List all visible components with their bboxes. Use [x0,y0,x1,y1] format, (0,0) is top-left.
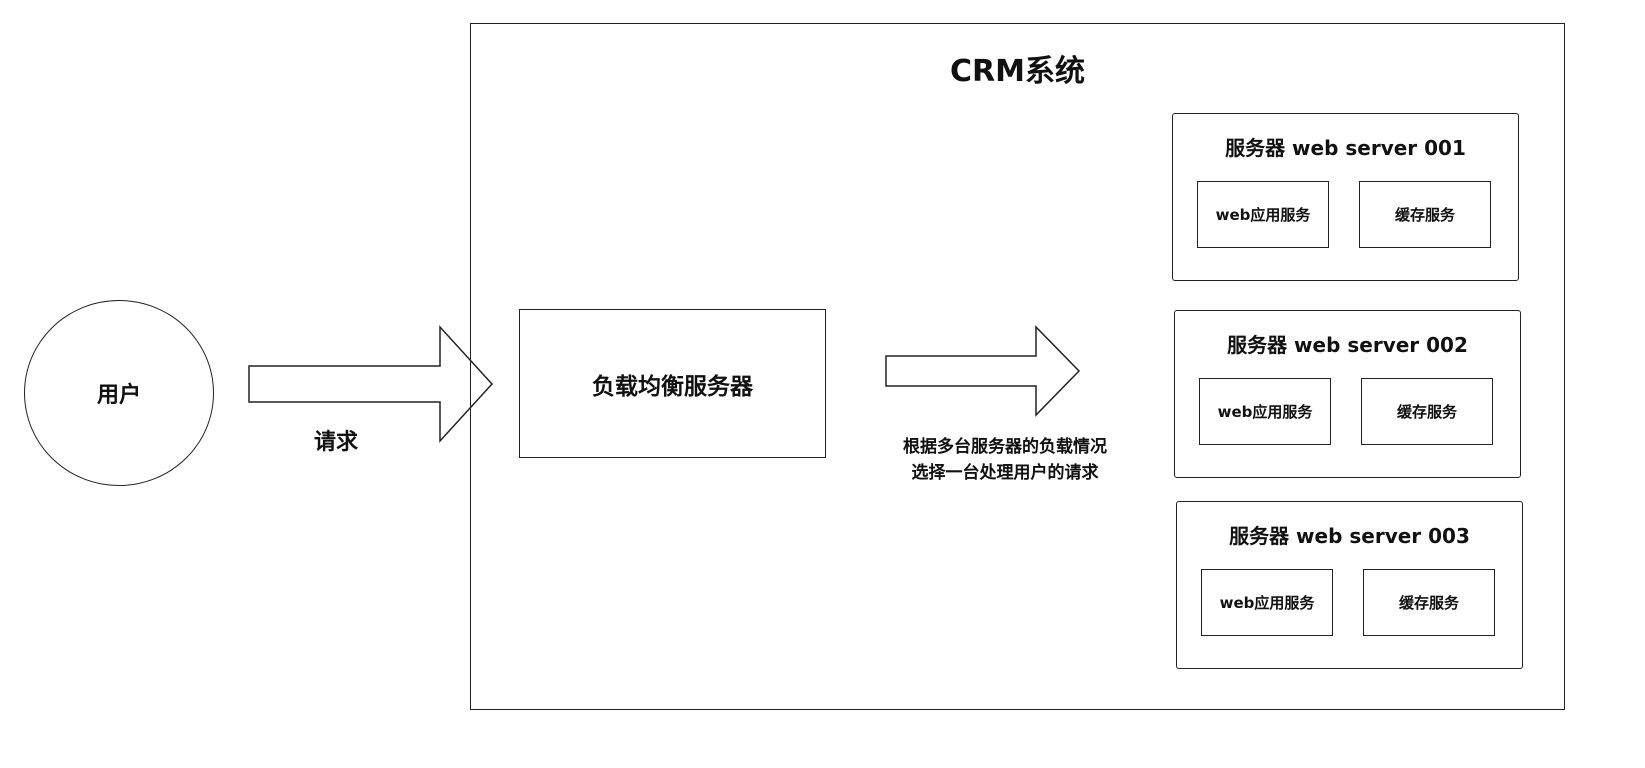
server-node-003: 服务器 web server 003 web应用服务 缓存服务 [1176,501,1523,669]
service-label: 缓存服务 [1398,594,1459,612]
dispatch-arrow [885,325,1081,417]
server-title: 服务器 web server 003 [1229,524,1470,548]
web-app-service-box: web应用服务 [1199,378,1331,445]
crm-title: CRM系统 [950,54,1085,89]
cache-service-box: 缓存服务 [1363,569,1495,636]
service-label: web应用服务 [1219,594,1315,612]
web-app-service-box: web应用服务 [1201,569,1333,636]
balance-description: 根据多台服务器的负载情况 选择一台处理用户的请求 [855,434,1155,486]
server-title: 服务器 web server 001 [1225,136,1466,160]
service-label: 缓存服务 [1396,403,1457,421]
cache-service-box: 缓存服务 [1359,181,1491,248]
server-title: 服务器 web server 002 [1227,333,1468,357]
crm-system-container [470,23,1565,710]
cache-service-box: 缓存服务 [1361,378,1493,445]
balance-description-line2: 选择一台处理用户的请求 [911,463,1099,483]
web-app-service-box: web应用服务 [1197,181,1329,248]
service-label: web应用服务 [1215,206,1311,224]
service-label: 缓存服务 [1394,206,1455,224]
service-label: web应用服务 [1217,403,1313,421]
load-balancer-label: 负载均衡服务器 [592,373,753,400]
user-label: 用户 [96,383,141,408]
server-node-001: 服务器 web server 001 web应用服务 缓存服务 [1172,113,1519,281]
load-balancer-node: 负载均衡服务器 [519,309,826,458]
request-label: 请求 [314,430,359,455]
user-node: 用户 [24,300,214,486]
balance-description-line1: 根据多台服务器的负载情况 [903,437,1107,457]
request-arrow [248,325,494,443]
server-node-002: 服务器 web server 002 web应用服务 缓存服务 [1174,310,1521,478]
